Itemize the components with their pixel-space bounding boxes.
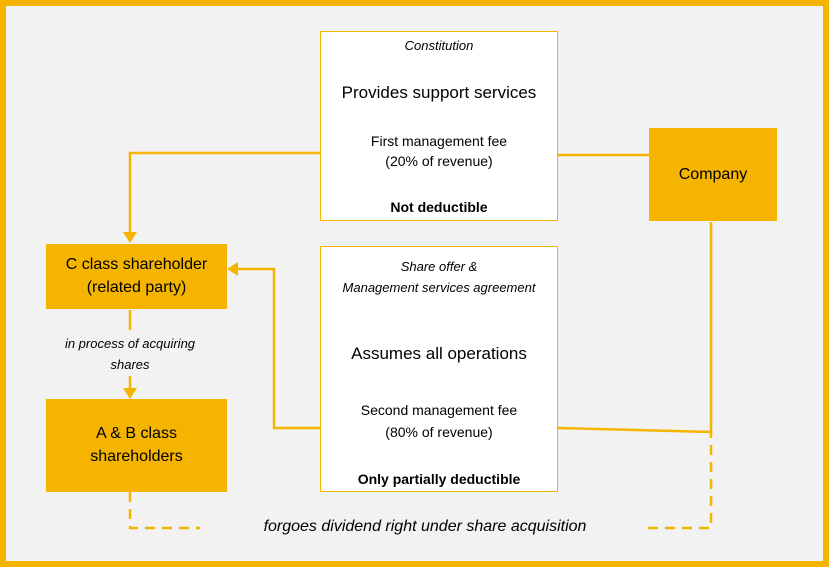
second-fee-line1: Second management fee bbox=[360, 402, 518, 418]
arrowhead-into-c-class-from-right bbox=[227, 262, 238, 276]
second-fee-line2: (80% of revenue) bbox=[385, 424, 493, 440]
not-deductible-label: Not deductible bbox=[390, 199, 488, 215]
dividend-dashed-right bbox=[648, 432, 713, 530]
acquiring-shares-line1: in process of acquiring bbox=[64, 336, 196, 351]
first-fee-box bbox=[320, 31, 558, 221]
only-partially-deductible-label: Only partially deductible bbox=[357, 471, 521, 487]
arrowhead-into-c-class-from-top bbox=[123, 232, 137, 243]
share-offer-label: Share offer & bbox=[400, 259, 478, 274]
connector-first-fee-to-c-class bbox=[128, 151, 320, 232]
connector-second-fee-to-c-class bbox=[238, 267, 320, 430]
second-fee-box bbox=[320, 246, 558, 492]
connector-company-to-bottom-box bbox=[557, 222, 713, 434]
management-services-agreement-label: Management services agreement bbox=[342, 280, 536, 295]
company-label: Company bbox=[678, 166, 748, 183]
company-box bbox=[649, 128, 777, 221]
ab-class-line2: shareholders bbox=[90, 448, 183, 465]
dividend-dashed-left bbox=[128, 492, 200, 530]
ab-class-shareholders-box bbox=[46, 399, 227, 492]
assumes-all-operations: Assumes all operations bbox=[351, 344, 527, 363]
constitution-label: Constitution bbox=[404, 38, 474, 53]
c-class-shareholder-box bbox=[46, 244, 227, 309]
first-fee-line1: First management fee bbox=[370, 133, 508, 149]
arrowhead-into-ab-class bbox=[123, 388, 137, 399]
c-class-line1: C class shareholder bbox=[65, 256, 208, 273]
acquiring-shares-line2: shares bbox=[110, 357, 150, 372]
ab-class-line1: A & B class bbox=[96, 425, 177, 442]
forgoes-dividend-label: forgoes dividend right under share acqui… bbox=[263, 518, 587, 535]
provides-support-services: Provides support services bbox=[341, 83, 537, 102]
first-fee-line2: (20% of revenue) bbox=[385, 153, 493, 169]
c-class-line2: (related party) bbox=[86, 279, 187, 296]
